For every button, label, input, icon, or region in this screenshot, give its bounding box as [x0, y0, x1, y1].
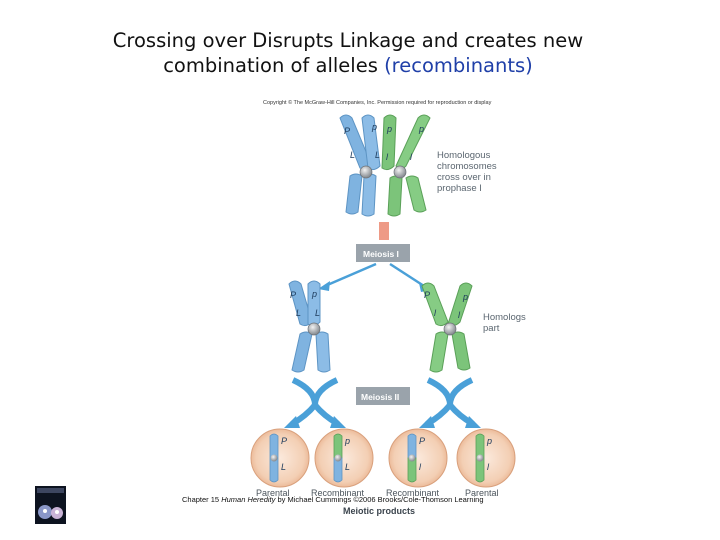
title-line-1: Crossing over Disrupts Linkage and creat…	[112, 29, 584, 52]
meiotic-product-cells	[250, 428, 516, 488]
product-cell-4	[456, 428, 516, 488]
book-cover-thumbnail	[35, 486, 66, 524]
footer-suffix: by Michael Cummings ©2006 Brooks/Cole-Th…	[275, 495, 484, 504]
allele-P-right: P	[424, 290, 430, 300]
homologs-caption: Homologs part	[483, 312, 526, 334]
allele-p-top-2: p	[386, 124, 392, 134]
product-cell-2	[314, 428, 374, 488]
copyright-notice: Copyright © The McGraw-Hill Companies, I…	[263, 100, 492, 106]
slide-title: Crossing over Disrupts Linkage and creat…	[60, 28, 636, 78]
crossing-over-caption: Homologous chromosomes cross over in pro…	[437, 150, 497, 194]
product-cell-1	[250, 428, 310, 488]
allele-l-right-1: l	[434, 308, 437, 318]
crossing-over-chromosomes: P p p p L L l l	[339, 114, 431, 217]
allele-P-top: P	[344, 126, 350, 136]
allele-L-left-1: L	[296, 308, 301, 318]
homologs-line-1: Homologs	[483, 312, 526, 323]
allele-L-left-2: L	[315, 308, 320, 318]
product-cell-3	[388, 428, 448, 488]
product-alleles: P L p L P l p l	[281, 436, 492, 472]
product-1-allele-2: L	[281, 462, 286, 472]
meiotic-products-caption: Meiotic products	[343, 506, 416, 516]
product-1-label: Parental	[256, 488, 290, 498]
title-highlight: (recombinants)	[384, 54, 533, 77]
product-2-allele-1: p	[344, 436, 350, 446]
book-cover-icon	[35, 486, 66, 524]
product-2-label: Recombinant	[311, 488, 365, 498]
blue-homolog-left: P p L L	[288, 280, 331, 373]
product-4-allele-2: l	[487, 462, 490, 472]
product-3-allele-2: l	[419, 462, 422, 472]
allele-p-left: p	[311, 289, 317, 299]
meiosis-2-label: Meiosis II	[361, 392, 399, 402]
footer-prefix: Chapter 15	[182, 495, 222, 504]
salmon-arrow-stem	[379, 222, 389, 240]
allele-l-top-3: l	[410, 152, 413, 162]
meiosis-2-box	[356, 387, 410, 405]
meiosis-2-arrows	[284, 377, 481, 428]
product-3-allele-1: P	[419, 436, 425, 446]
product-4-label: Parental	[465, 488, 499, 498]
allele-p-right: p	[462, 292, 468, 302]
centromere-blue-top	[359, 165, 373, 179]
product-3-label: Recombinant	[386, 488, 440, 498]
title-line-2-text: combination of alleles	[163, 54, 385, 77]
allele-p-top-1: p	[371, 122, 377, 132]
allele-L-top: L	[350, 150, 355, 160]
product-1-allele-1: P	[281, 436, 287, 446]
caption-line-2: chromosomes	[437, 161, 497, 172]
meiosis-1-box	[356, 244, 410, 262]
product-2-allele-2: L	[345, 462, 350, 472]
caption-line-1: Homologous	[437, 150, 491, 161]
meiosis-1-label: Meiosis I	[363, 249, 399, 259]
meiosis-1-arrows	[318, 262, 431, 292]
allele-l-right-2: l	[458, 310, 461, 320]
green-chromosome-pair-top	[381, 114, 431, 217]
green-homolog-right: P p l l	[421, 282, 473, 373]
centromere-green-top	[393, 165, 407, 179]
product-4-allele-1: p	[486, 436, 492, 446]
title-line-2: combination of alleles (recombinants)	[60, 53, 636, 78]
allele-l-top-2: l	[386, 152, 389, 162]
footer-citation: Chapter 15 Human Heredity by Michael Cum…	[182, 495, 484, 504]
caption-line-4: prophase I	[437, 183, 482, 194]
allele-p-top-3: p	[418, 124, 424, 134]
allele-P-left: P	[290, 290, 296, 300]
allele-l-top-1: L	[375, 150, 380, 160]
homologs-line-2: part	[483, 323, 500, 334]
caption-line-3: cross over in	[437, 172, 491, 183]
footer-book-title: Human Heredity	[221, 495, 276, 504]
